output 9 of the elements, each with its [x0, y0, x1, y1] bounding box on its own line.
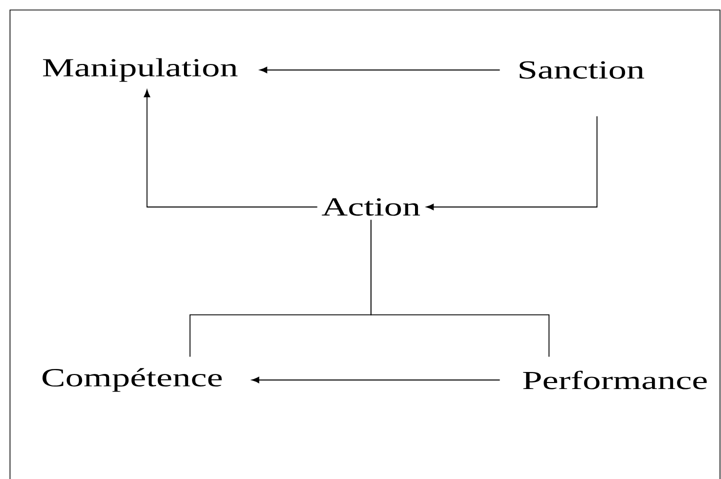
term-label: Manipulation [43, 58, 238, 82]
arrow [144, 90, 318, 208]
term-label: Compétence [42, 368, 222, 392]
arrow [260, 66, 500, 74]
term-label: Performance [523, 370, 707, 390]
term-label: Action [322, 198, 420, 216]
term-label: Sanction [520, 61, 644, 79]
arrow [252, 376, 500, 384]
arrow [426, 116, 598, 210]
